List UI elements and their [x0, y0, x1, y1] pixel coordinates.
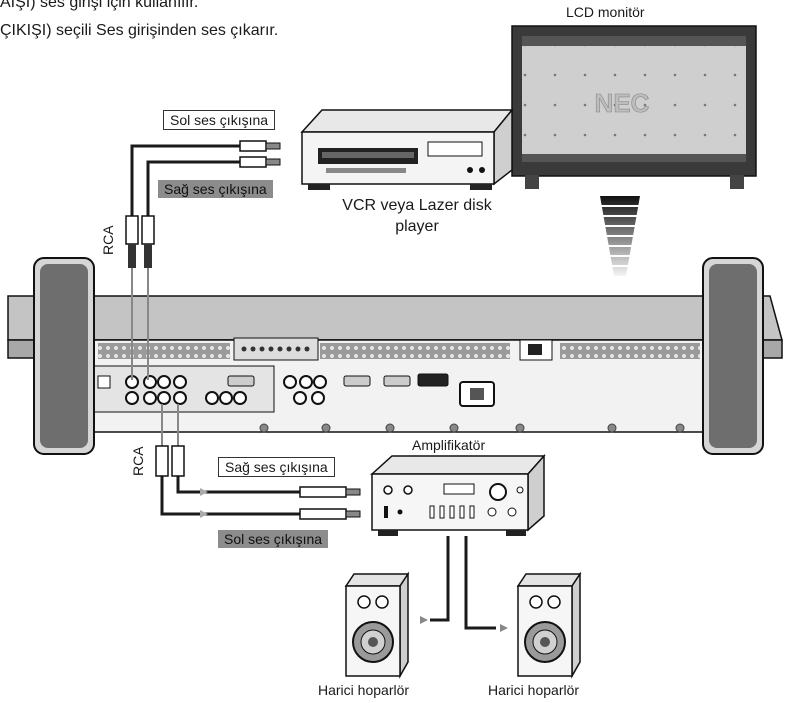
amp-cables	[160, 476, 300, 516]
display-rear-panel	[7, 295, 783, 433]
speaker-left	[344, 571, 410, 679]
vcr-cables	[130, 144, 240, 216]
speaker-cables	[430, 536, 496, 630]
intro-line-1: AIŞI) ses girişi için kullanılır.	[0, 0, 199, 11]
amp-guide-lines	[161, 404, 179, 446]
amplifier	[370, 454, 546, 536]
vcr-player	[300, 107, 514, 190]
speaker-arrow-right	[500, 624, 508, 632]
speaker-left-caption: Harici hoparlör	[318, 682, 410, 698]
amplifier-caption: Amplifikatör	[412, 437, 486, 453]
amp-right-out-label: Sağ ses çıkışına	[218, 457, 335, 477]
vcr-caption-line-1: VCR veya Lazer disk	[342, 197, 492, 214]
amp-left-out-label: Sol ses çıkışına	[218, 530, 329, 548]
speaker-right	[516, 571, 582, 679]
vcr-caption-line-2: player	[395, 218, 439, 235]
monitor-caption: LCD monitör	[566, 4, 645, 20]
lcd-monitor: NEC	[511, 25, 757, 189]
display-side-handles	[33, 257, 764, 455]
speaker-right-caption: Harici hoparlör	[488, 682, 580, 698]
speaker-arrow-left	[420, 616, 428, 624]
vcr-right-out-label: Sağ ses çıkışına	[158, 180, 273, 198]
zoom-indicator	[598, 196, 642, 276]
vcr-rca-plugs	[125, 140, 281, 268]
intro-line-2: ÇIKIŞI) seçili Ses girişinden ses çıkarı…	[0, 22, 279, 39]
vcr-guide-lines	[131, 268, 149, 380]
svg-text:NEC: NEC	[595, 88, 650, 118]
amp-rca-plugs	[155, 445, 361, 520]
vcr-left-out-label: Sol ses çıkışına	[163, 110, 276, 130]
